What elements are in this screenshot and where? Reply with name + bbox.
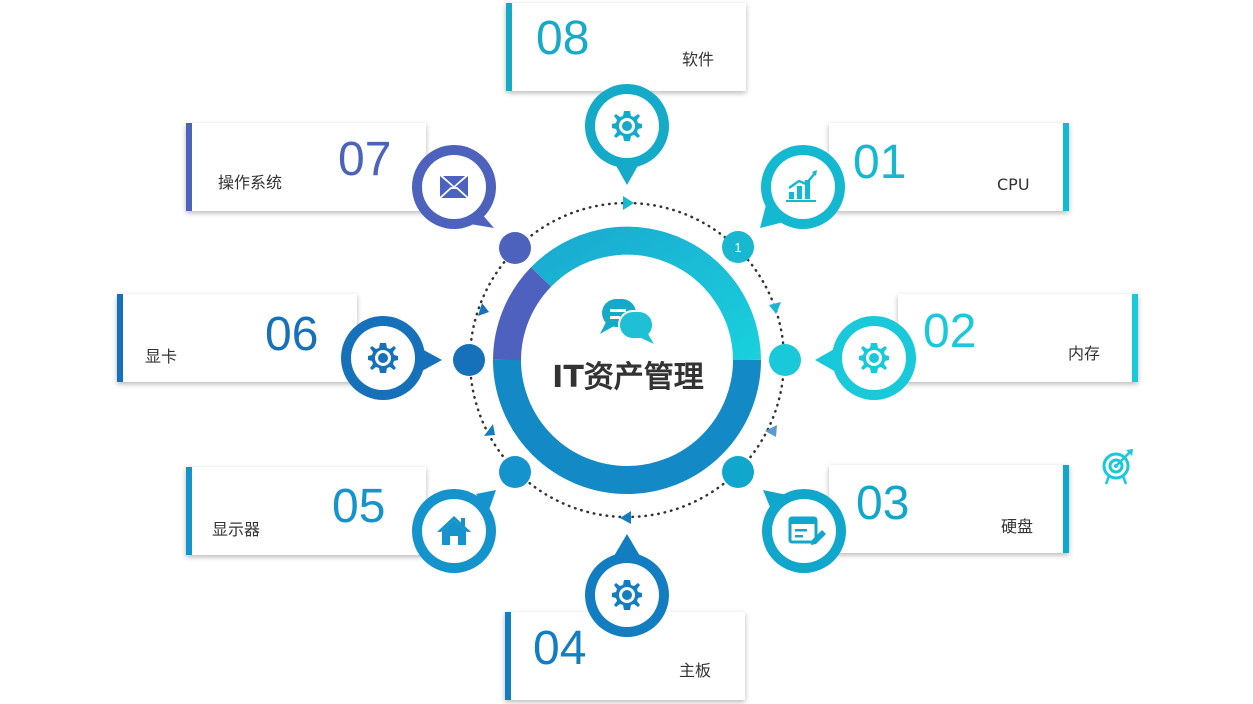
card-accent-bar [186, 123, 192, 211]
item-number: 02 [923, 305, 977, 358]
card-accent-bar [1063, 123, 1069, 211]
card-accent-bar [186, 467, 192, 555]
center-title: IT资产管理 [552, 360, 704, 395]
gear-icon [368, 343, 398, 373]
item-number: 01 [853, 136, 907, 189]
ring-node [769, 344, 801, 376]
center-ring-segment [530, 226, 761, 361]
item-label: 内存 [1068, 344, 1101, 363]
item-label: 操作系统 [218, 173, 283, 192]
item-label: 软件 [682, 50, 715, 69]
item-card-05: 05 显示器 [186, 467, 426, 555]
item-number: 04 [533, 622, 587, 675]
item-label: 显示器 [212, 520, 261, 539]
card-accent-bar [117, 294, 123, 382]
ring-arrow [623, 196, 634, 210]
chat-icon [600, 299, 654, 344]
ring-node [722, 456, 754, 488]
item-card-03: 03 硬盘 [829, 465, 1069, 553]
center-ring-segment [493, 359, 761, 494]
item-label: 显卡 [145, 347, 178, 366]
ring-node [453, 344, 485, 376]
pin-marker-04 [585, 534, 669, 637]
ring-arrow [620, 511, 631, 524]
pin-marker-01 [760, 145, 845, 229]
pin-marker-08 [585, 84, 669, 185]
ring-arrow [484, 424, 495, 436]
ring-node [499, 232, 531, 264]
card-accent-bar [1063, 465, 1069, 553]
mail-icon [439, 176, 469, 199]
gear-icon [859, 343, 889, 373]
ring-arrow [478, 303, 489, 316]
item-number: 08 [536, 12, 590, 65]
item-card-06: 06 显卡 [117, 294, 357, 382]
center-ring-segment [493, 267, 552, 361]
card-accent-bar [1132, 294, 1138, 382]
item-card-07: 07 操作系统 [186, 123, 426, 211]
home-icon [437, 516, 471, 545]
item-label: CPU [997, 175, 1030, 194]
item-number: 05 [332, 480, 386, 533]
card-accent-bar [505, 612, 511, 700]
edit-icon [788, 516, 826, 545]
pin-marker-03 [762, 489, 846, 573]
item-label: 硬盘 [1001, 517, 1034, 536]
item-number: 03 [856, 477, 910, 530]
ring-node [722, 231, 754, 263]
pin-marker-02 [815, 316, 916, 400]
target-icon [1102, 449, 1133, 485]
ring-node [499, 456, 531, 488]
item-number: 07 [338, 133, 392, 186]
card-accent-bar [506, 3, 512, 91]
item-label: 主板 [679, 661, 712, 680]
item-card-08: 08 软件 [506, 3, 746, 91]
item-card-02: 02 内存 [898, 294, 1138, 382]
item-card-01: 01 CPU [829, 123, 1069, 211]
pin-marker-06 [341, 316, 442, 400]
pin-marker-05 [412, 489, 496, 573]
pin-marker-07 [412, 145, 496, 229]
ring-arrow [769, 302, 781, 314]
gear-icon [612, 580, 642, 610]
gear-icon [612, 111, 642, 141]
item-number: 06 [265, 308, 319, 361]
chart-icon [786, 170, 817, 202]
ring-node-badge: 1 [734, 240, 741, 255]
ring-arrow [765, 425, 777, 437]
